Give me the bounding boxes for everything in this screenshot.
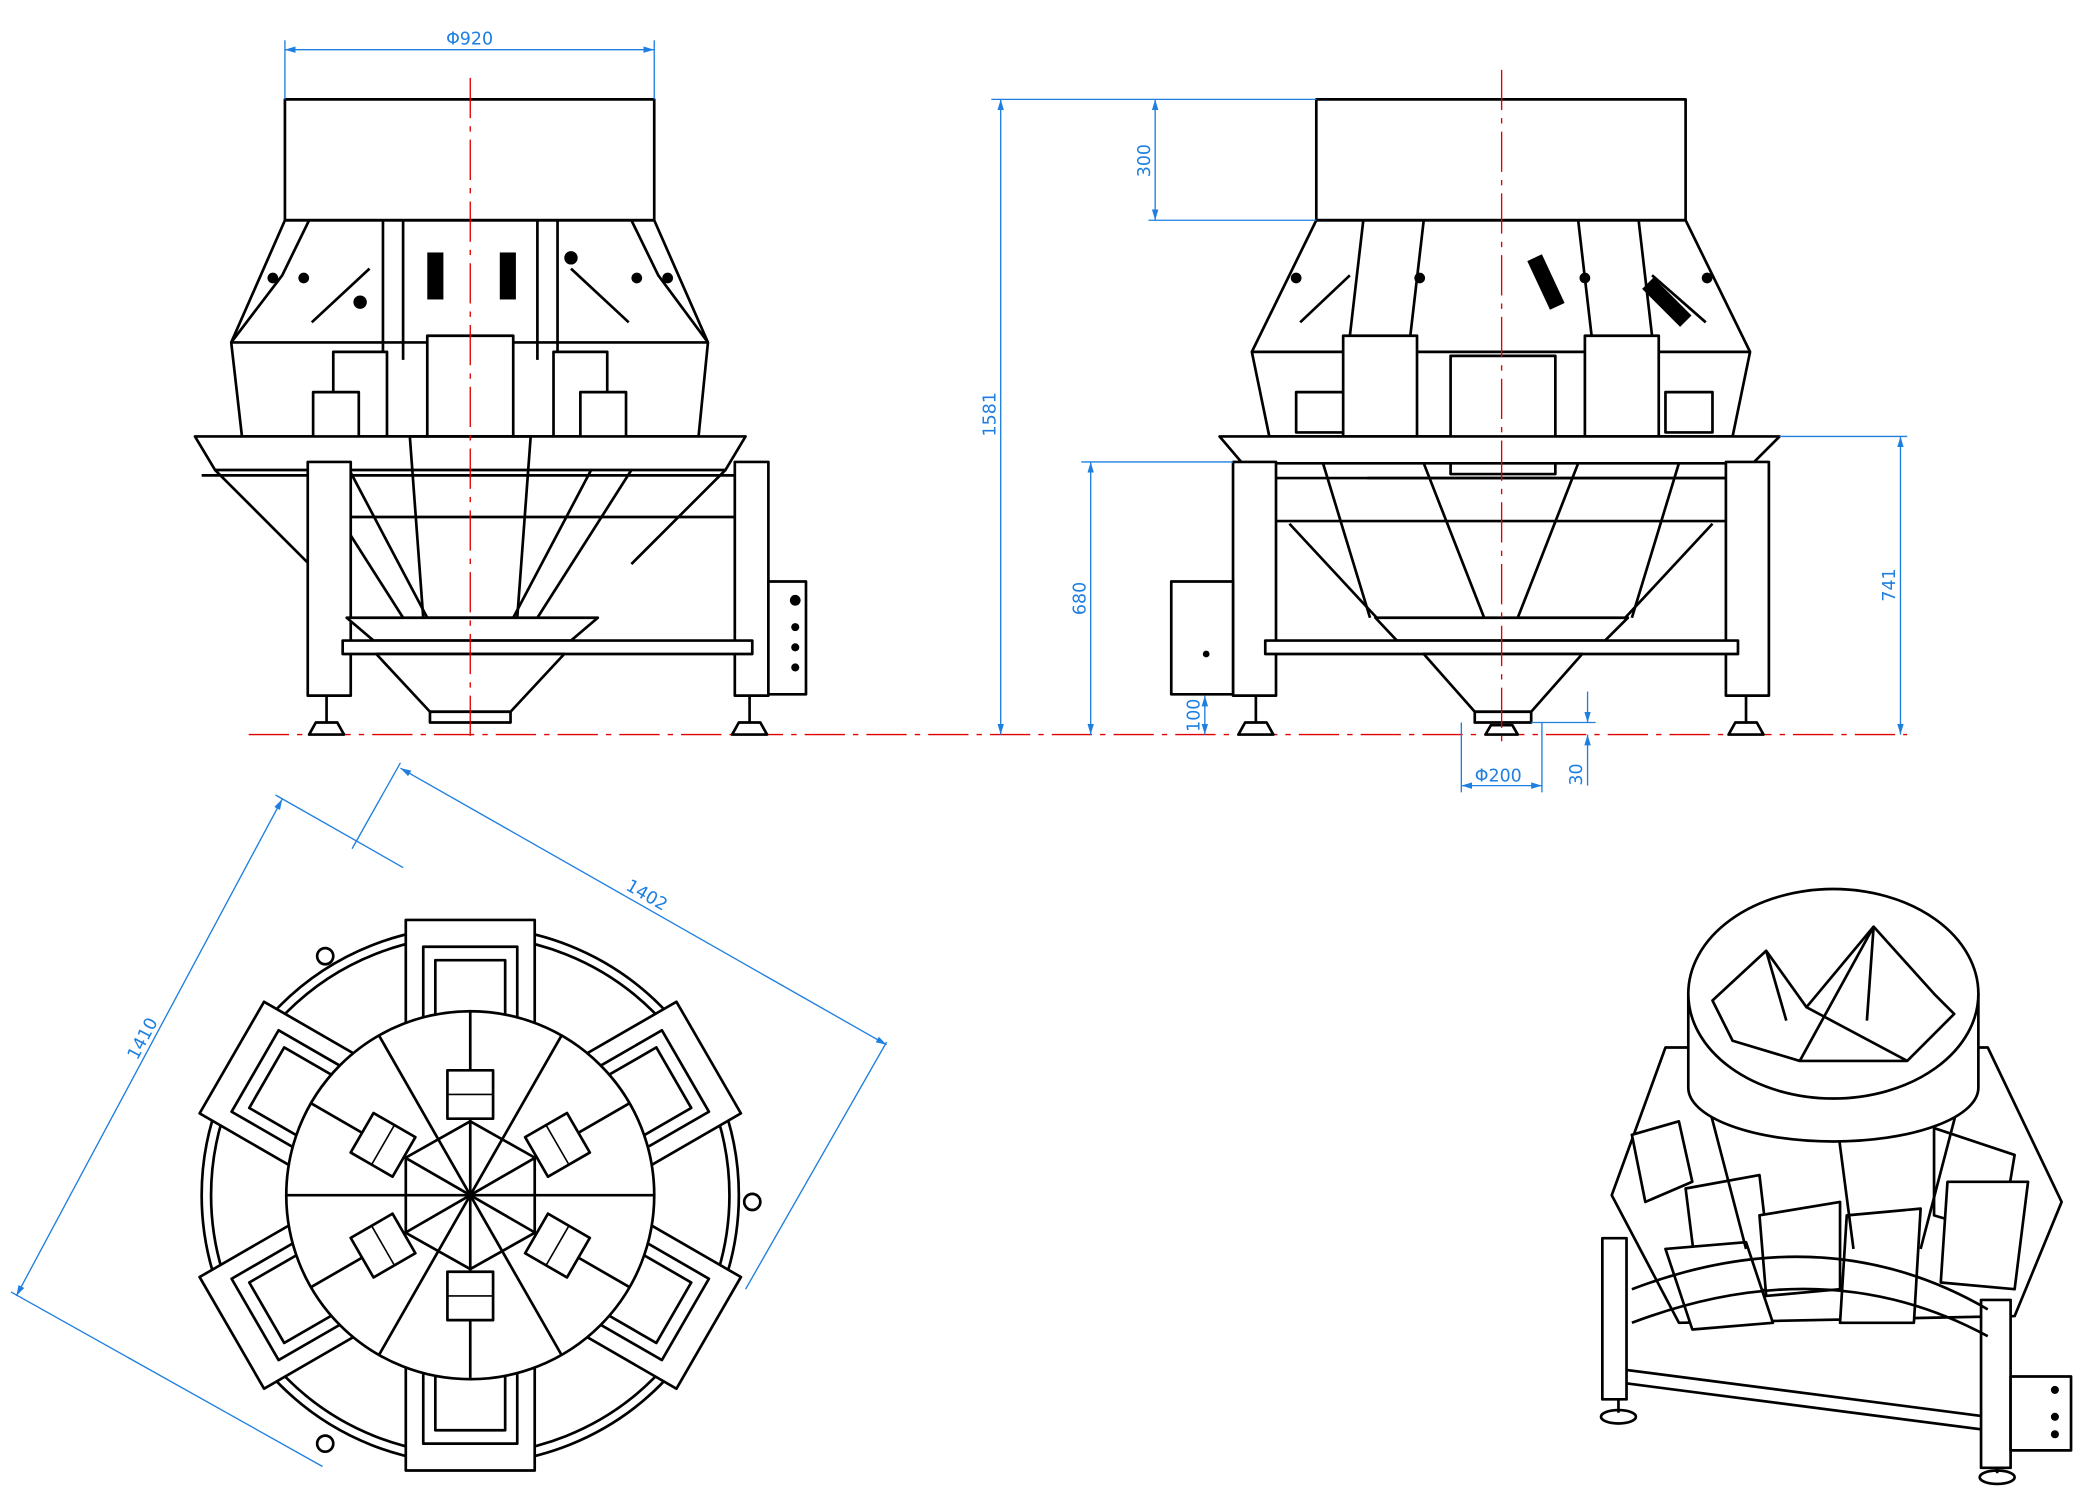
dim-hopper-diameter: Φ920 [446,29,493,49]
foot [730,721,769,736]
dimensions: Φ920 1581 300 680 741 100 Φ200 30 1402 1… [10,29,1908,1468]
top-view [198,918,762,1472]
dim-chute-height: 741 [1880,568,1900,601]
dim-frame-height: 680 [1070,582,1090,615]
side-view [1169,69,1781,747]
foot [307,721,346,736]
iso-hopper-rim [1686,887,1980,1100]
dim-outlet-clearance: 30 [1567,763,1587,785]
dim-footprint-width: 1402 [622,876,670,916]
front-view [193,77,808,736]
dim-total-height: 1581 [980,392,1000,436]
dim-hopper-height: 300 [1135,144,1155,177]
dim-foot-height: 100 [1184,699,1204,732]
dim-footprint-depth: 1410 [124,1015,162,1064]
isometric-view [1599,887,2073,1486]
dim-outlet-diameter: Φ200 [1475,767,1522,787]
